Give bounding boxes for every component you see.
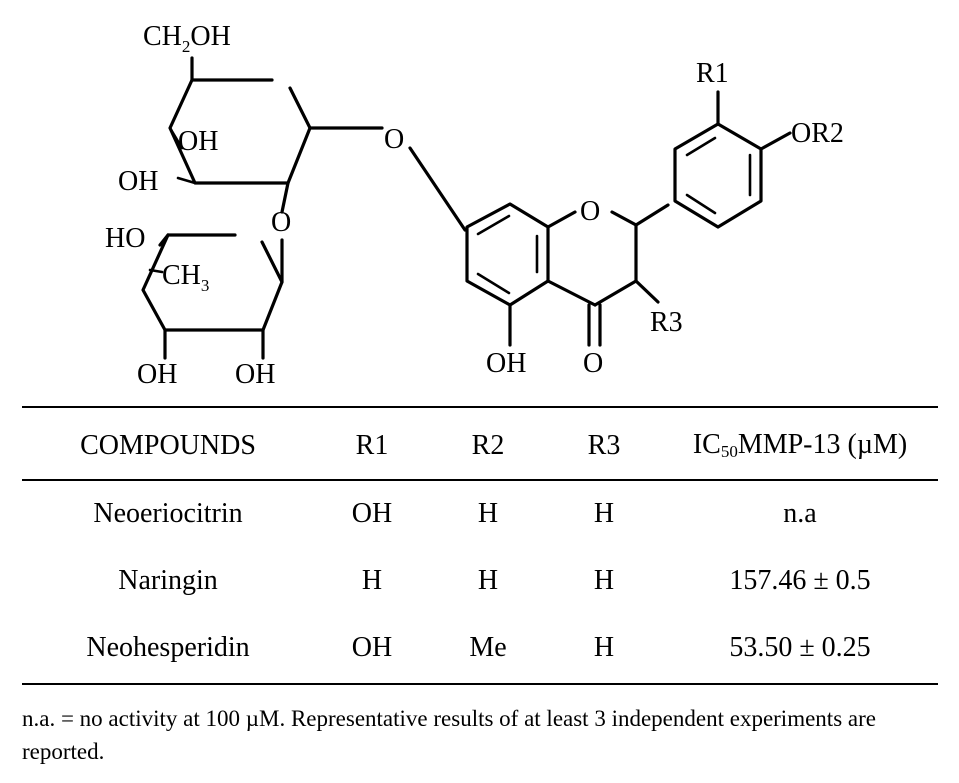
glucose-oh-label: OH: [118, 166, 158, 197]
header-r2: R2: [471, 429, 505, 461]
table-header-row: COMPOUNDS R1 R2 R3 IC50MMP-13 (µM): [22, 412, 938, 480]
ring-oxygen-label: O: [580, 196, 600, 227]
r2-value: H: [477, 498, 499, 529]
r3-value: H: [593, 564, 615, 596]
rhamnose-oh-label: OH: [235, 359, 275, 390]
glucose-oh-label: OH: [178, 126, 218, 157]
rhamnose-link-oxygen-label: O: [271, 207, 291, 238]
r3-value: H: [593, 631, 615, 663]
b-ring: [673, 90, 792, 229]
neohesperidoside-flavanone-structure: CH2OH OH OH O O HO CH3 OH OH O OH O R1 O…: [105, 21, 844, 390]
r2-value: Me: [469, 631, 507, 663]
oh5-label: OH: [486, 348, 526, 379]
table-top-rule: [22, 406, 938, 408]
header-ic50: IC50MMP-13 (µM): [692, 429, 908, 461]
rhamnose-oh-label: OH: [137, 359, 177, 390]
header-r3: R3: [587, 429, 621, 461]
glycosidic-bond: [408, 146, 467, 232]
c-ring: [546, 203, 670, 347]
r1-value: OH: [351, 631, 393, 663]
ic50-value: 53.50 ± 0.25: [729, 631, 871, 663]
ch2oh-label: CH2OH: [143, 21, 231, 56]
table-row: Naringin H H H 157.46 ± 0.5: [22, 547, 938, 614]
table-row: Neoeriocitrin OH H H n.a: [22, 480, 938, 547]
r2-value: H: [477, 564, 499, 596]
table-row: Neohesperidin OH Me H 53.50 ± 0.25: [22, 614, 938, 681]
header-compounds: COMPOUNDS: [80, 429, 256, 461]
ic50-value: n.a: [783, 498, 817, 529]
glucose-ring: [168, 56, 384, 214]
ic50-value: 157.46 ± 0.5: [729, 564, 871, 596]
a-ring: [465, 202, 550, 347]
ch3-label: CH3: [162, 260, 209, 295]
r3-value: H: [593, 498, 615, 529]
rhamnose-ho-label: HO: [105, 223, 145, 254]
table-bottom-rule: [22, 683, 938, 685]
carbonyl-oxygen-label: O: [583, 348, 603, 379]
or2-label: OR2: [791, 118, 844, 149]
compound-name: Neoeriocitrin: [93, 498, 243, 529]
compound-table: COMPOUNDS R1 R2 R3 IC50MMP-13 (µM) Neoer…: [22, 412, 938, 681]
header-r1: R1: [355, 429, 389, 461]
rhamnose-ring: [141, 233, 284, 360]
r1-label: R1: [696, 58, 729, 89]
r1-value: OH: [351, 498, 393, 529]
r1-value: H: [361, 564, 383, 596]
compound-name: Naringin: [118, 564, 218, 596]
compound-name: Neohesperidin: [86, 631, 250, 663]
r3-label: R3: [650, 307, 683, 338]
table-footnote: n.a. = no activity at 100 µM. Representa…: [22, 706, 876, 764]
glycosidic-oxygen-label: O: [384, 124, 404, 155]
